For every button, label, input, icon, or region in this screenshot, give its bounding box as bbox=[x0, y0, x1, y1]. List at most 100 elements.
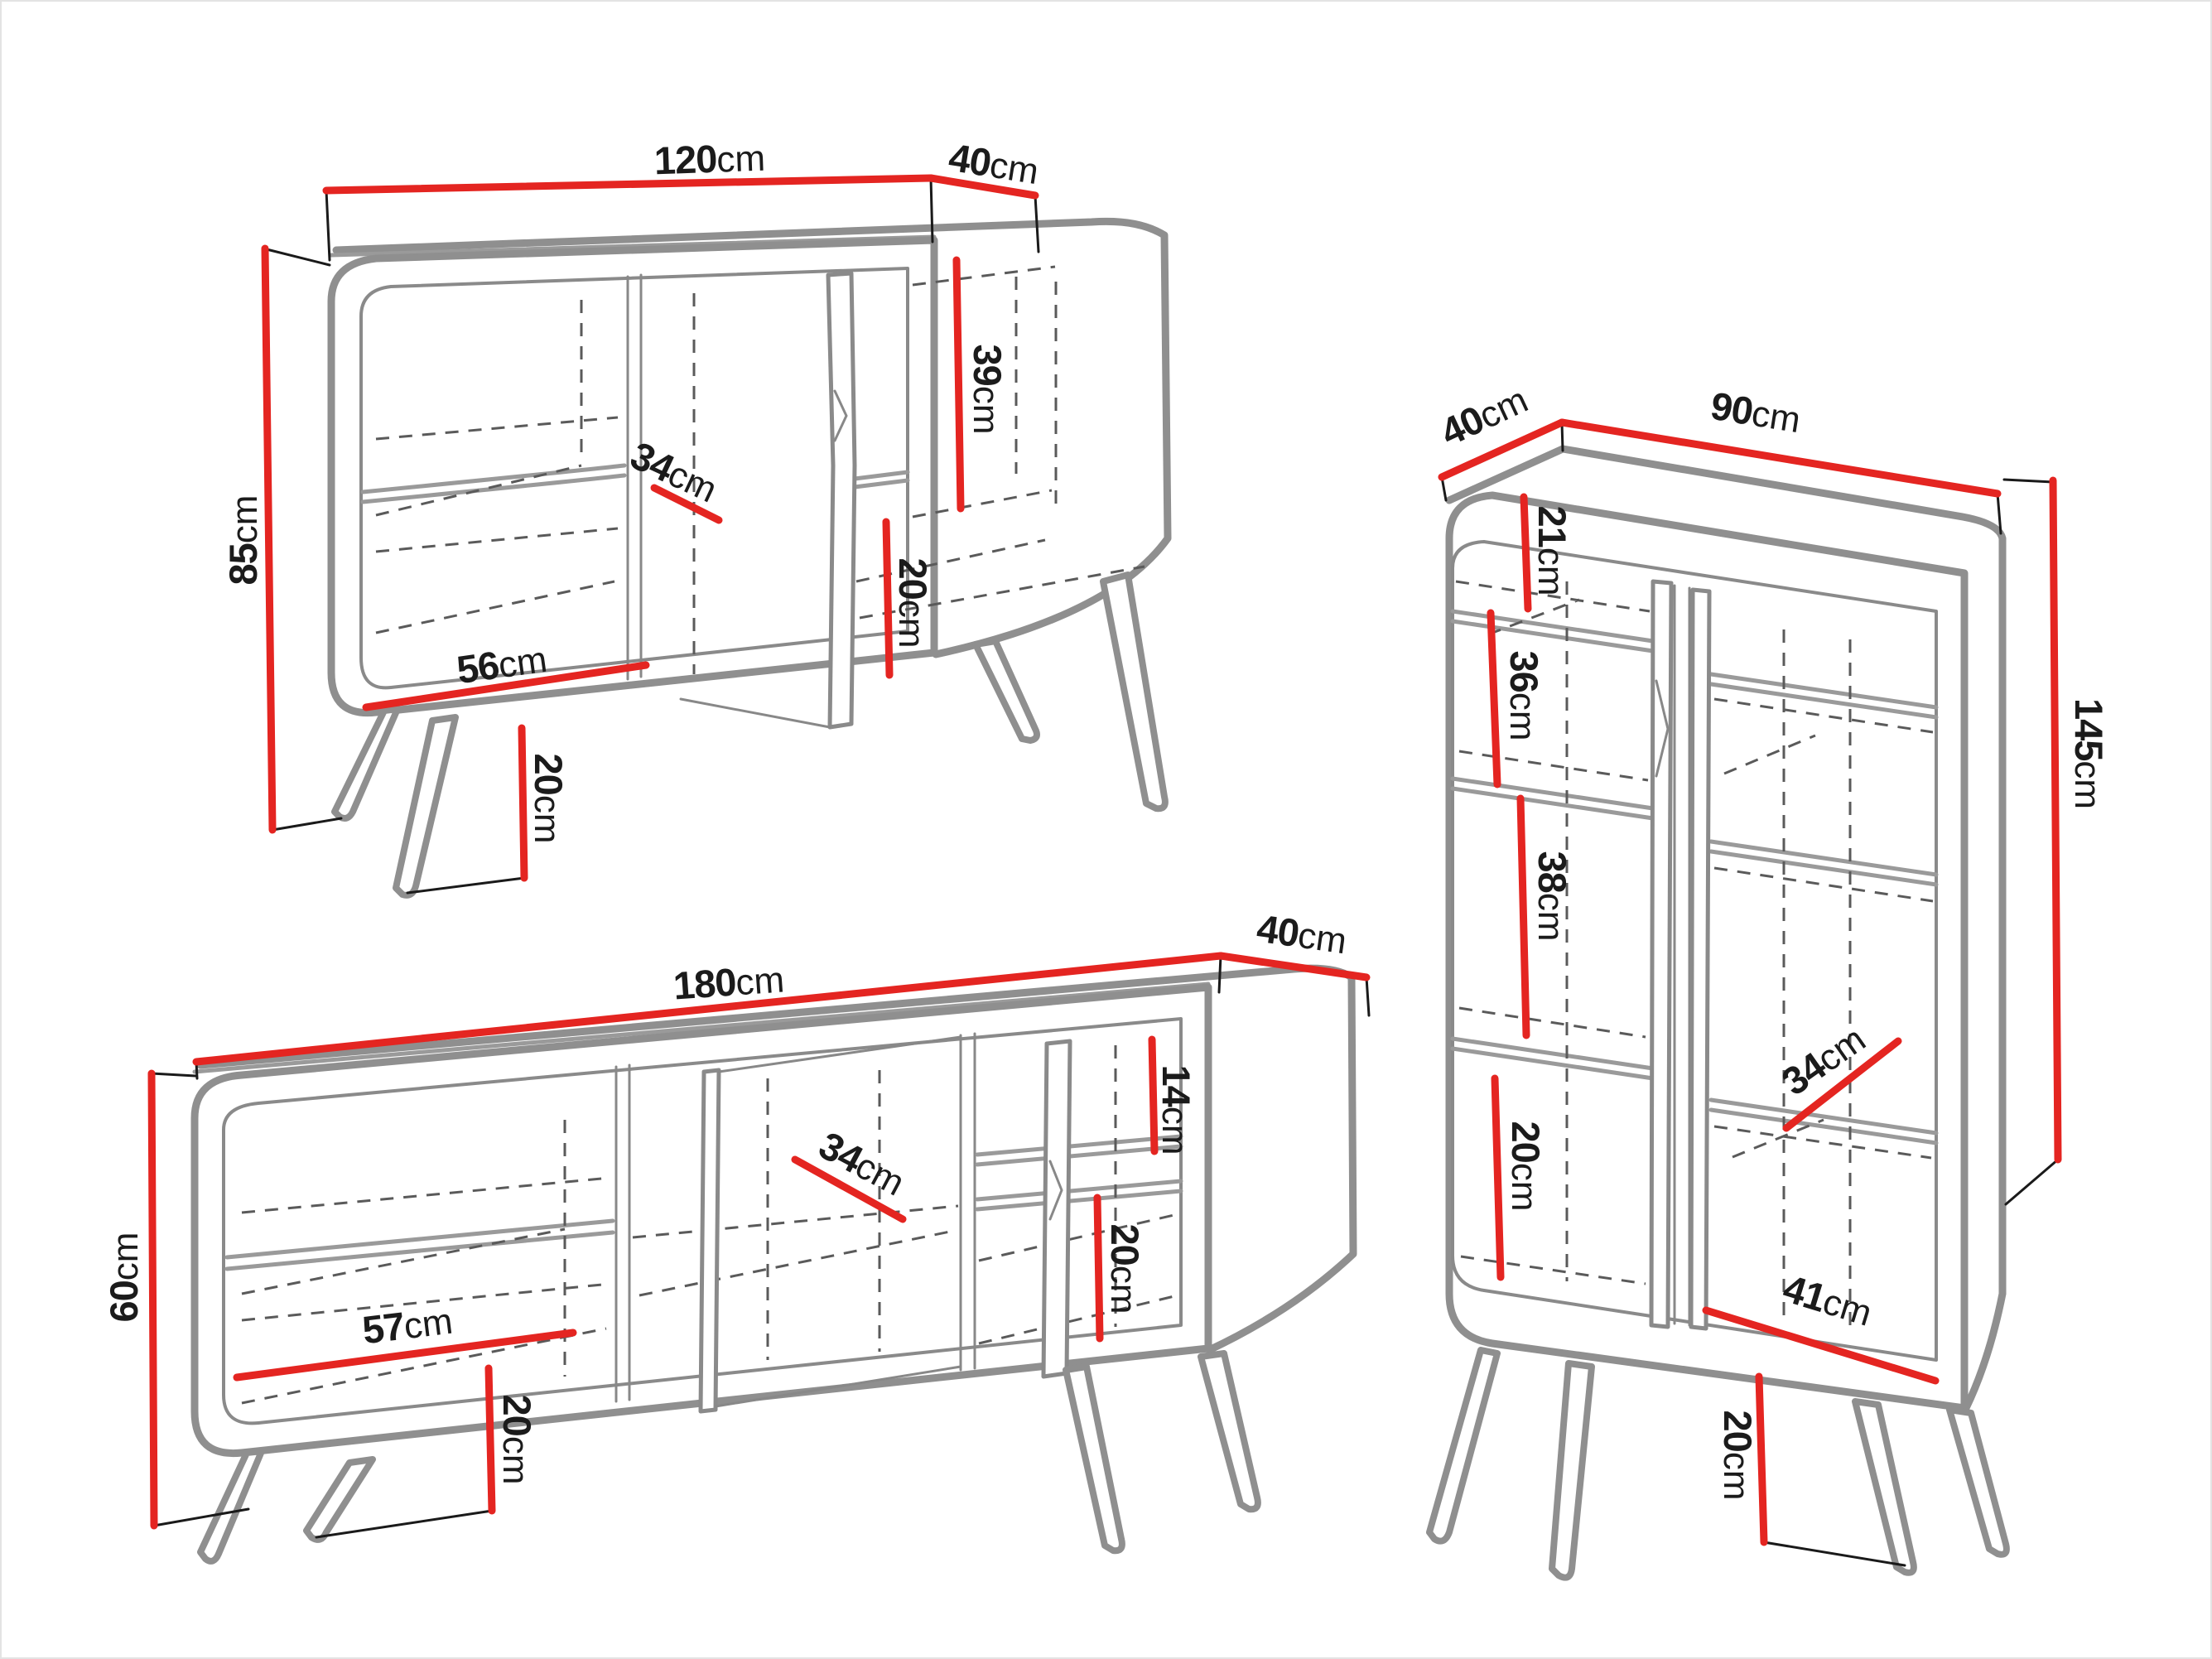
tv-stand-leg bbox=[197, 1448, 265, 1565]
dim-value: 20 bbox=[1504, 1121, 1548, 1163]
tv-stand-dim-lower bbox=[1093, 1194, 1104, 1343]
tv-stand-dim-height bbox=[147, 1069, 158, 1530]
sideboard-dim-upper bbox=[952, 256, 965, 513]
dim-value: 20 bbox=[527, 753, 571, 795]
sideboard-dim-height bbox=[261, 244, 277, 834]
tv-stand-dividers bbox=[614, 1032, 976, 1403]
dim-value: 60 bbox=[102, 1280, 146, 1323]
tv-stand-dim-upper bbox=[1148, 1035, 1159, 1155]
sideboard-door-edge bbox=[826, 271, 857, 730]
sideboard-hidden-lines bbox=[375, 265, 1145, 674]
sideboard-drawing bbox=[261, 174, 1172, 899]
dim-unit: cm bbox=[1716, 1451, 1757, 1501]
dim-unit: cm bbox=[1295, 914, 1350, 962]
dim-unit: cm bbox=[2067, 760, 2108, 810]
sideboard-inner-frame bbox=[359, 267, 909, 690]
dim-value: 120 bbox=[653, 136, 718, 183]
dim-value: 56 bbox=[454, 642, 502, 692]
dim-unit: cm bbox=[986, 144, 1042, 193]
tv-stand-dim-comp-width bbox=[233, 1329, 577, 1382]
sideboard-dim-lower bbox=[882, 518, 894, 679]
dim-unit: cm bbox=[402, 1300, 455, 1348]
dim-tv-stand-upper-compartment: 14cm bbox=[1154, 1064, 1198, 1155]
highboard-dim-width bbox=[1558, 418, 2002, 498]
sideboard-front-face bbox=[327, 236, 938, 717]
sideboard-dim-leg bbox=[518, 724, 528, 882]
tv-stand-dim-depth bbox=[1217, 952, 1371, 981]
dim-value: 14 bbox=[1154, 1064, 1198, 1107]
highboard-leg bbox=[1852, 1398, 1917, 1576]
dim-value: 57 bbox=[359, 1303, 407, 1353]
highboard-dim-depth bbox=[1438, 418, 1566, 481]
dim-value: 38 bbox=[1530, 851, 1574, 893]
highboard-leg bbox=[1549, 1360, 1595, 1581]
dim-tv-stand-lower-compartment: 20cm bbox=[1103, 1223, 1147, 1314]
dim-tv-stand-height: 60cm bbox=[102, 1232, 146, 1323]
dim-unit: cm bbox=[1154, 1106, 1195, 1155]
dim-unit: cm bbox=[1504, 1162, 1545, 1212]
dim-value: 21 bbox=[1530, 505, 1574, 547]
dim-unit: cm bbox=[495, 639, 550, 687]
highboard-dim-c2 bbox=[1487, 609, 1501, 789]
highboard-left-door-edge bbox=[1649, 579, 1674, 1329]
dim-unit: cm bbox=[495, 1435, 536, 1485]
highboard-dim-c1 bbox=[1520, 493, 1532, 613]
dim-highboard-compartment-1: 21cm bbox=[1530, 505, 1574, 596]
tv-stand-top-edge bbox=[192, 981, 1211, 1074]
sideboard-dim-shelf-depth bbox=[650, 484, 723, 524]
dim-sideboard-height: 85cm bbox=[221, 495, 265, 586]
dim-highboard-compartment-3: 38cm bbox=[1530, 851, 1574, 942]
dim-sideboard-upper-compartment: 39cm bbox=[966, 344, 1010, 435]
dim-value: 39 bbox=[966, 344, 1010, 386]
dim-unit: cm bbox=[1530, 892, 1571, 942]
highboard-dim-c3 bbox=[1516, 794, 1530, 1039]
dim-value: 36 bbox=[1502, 650, 1546, 692]
tv-stand-shelves bbox=[224, 1134, 1183, 1271]
dim-unit: cm bbox=[716, 137, 766, 181]
dim-unit: cm bbox=[734, 959, 786, 1004]
highboard-shelves bbox=[1450, 609, 1939, 1145]
highboard-top-slab bbox=[1445, 445, 2007, 1412]
sideboard-door-bottom bbox=[679, 697, 831, 729]
sideboard-dim-depth bbox=[927, 174, 1039, 200]
tv-stand-leg bbox=[1198, 1350, 1261, 1513]
sideboard-divider bbox=[626, 273, 643, 681]
dim-value: 20 bbox=[1103, 1223, 1147, 1266]
sideboard-dim-ticks bbox=[265, 176, 1040, 895]
dim-value: 145 bbox=[2067, 697, 2111, 761]
tv-stand-leg bbox=[1063, 1363, 1125, 1555]
dim-highboard-compartment-2: 36cm bbox=[1502, 650, 1546, 741]
dim-unit: cm bbox=[105, 1232, 146, 1281]
tv-stand-door-outline bbox=[714, 1035, 962, 1408]
sideboard-top-slab bbox=[332, 217, 1172, 658]
dim-tv-stand-width: 180cm bbox=[672, 958, 786, 1007]
dim-tv-stand-leg-height: 20cm bbox=[495, 1394, 539, 1485]
dim-value: 20 bbox=[495, 1394, 539, 1436]
tv-stand-inner-frame bbox=[222, 1017, 1183, 1425]
dim-unit: cm bbox=[1103, 1265, 1144, 1314]
sideboard-leg bbox=[972, 638, 1040, 744]
highboard-dim-ticks bbox=[1440, 421, 2060, 1567]
dim-unit: cm bbox=[891, 599, 932, 649]
dim-unit: cm bbox=[966, 385, 1006, 435]
highboard-dim-shelf-depth bbox=[1782, 1037, 1902, 1132]
highboard-hidden-lines bbox=[1455, 580, 1934, 1331]
highboard-inner-frame bbox=[1451, 540, 1938, 1362]
sideboard-shelf bbox=[360, 463, 910, 504]
dim-unit: cm bbox=[1748, 393, 1804, 441]
dim-value: 85 bbox=[221, 543, 265, 586]
tv-stand-door-edge bbox=[1041, 1039, 1072, 1379]
highboard-dim-comp-width bbox=[1702, 1306, 1940, 1385]
sideboard-leg bbox=[393, 714, 459, 899]
tv-stand-dim-leg bbox=[484, 1364, 496, 1515]
tv-stand-hidden-lines bbox=[241, 1045, 1178, 1405]
dim-value: 20 bbox=[891, 557, 935, 600]
tv-stand-dim-ticks bbox=[150, 954, 1371, 1539]
tv-stand-dim-width bbox=[192, 952, 1225, 1066]
dim-value: 20 bbox=[1716, 1410, 1760, 1452]
dim-unit: cm bbox=[1502, 692, 1543, 741]
highboard-right-door-edge bbox=[1689, 587, 1712, 1331]
dim-highboard-leg-height: 20cm bbox=[1716, 1410, 1760, 1501]
